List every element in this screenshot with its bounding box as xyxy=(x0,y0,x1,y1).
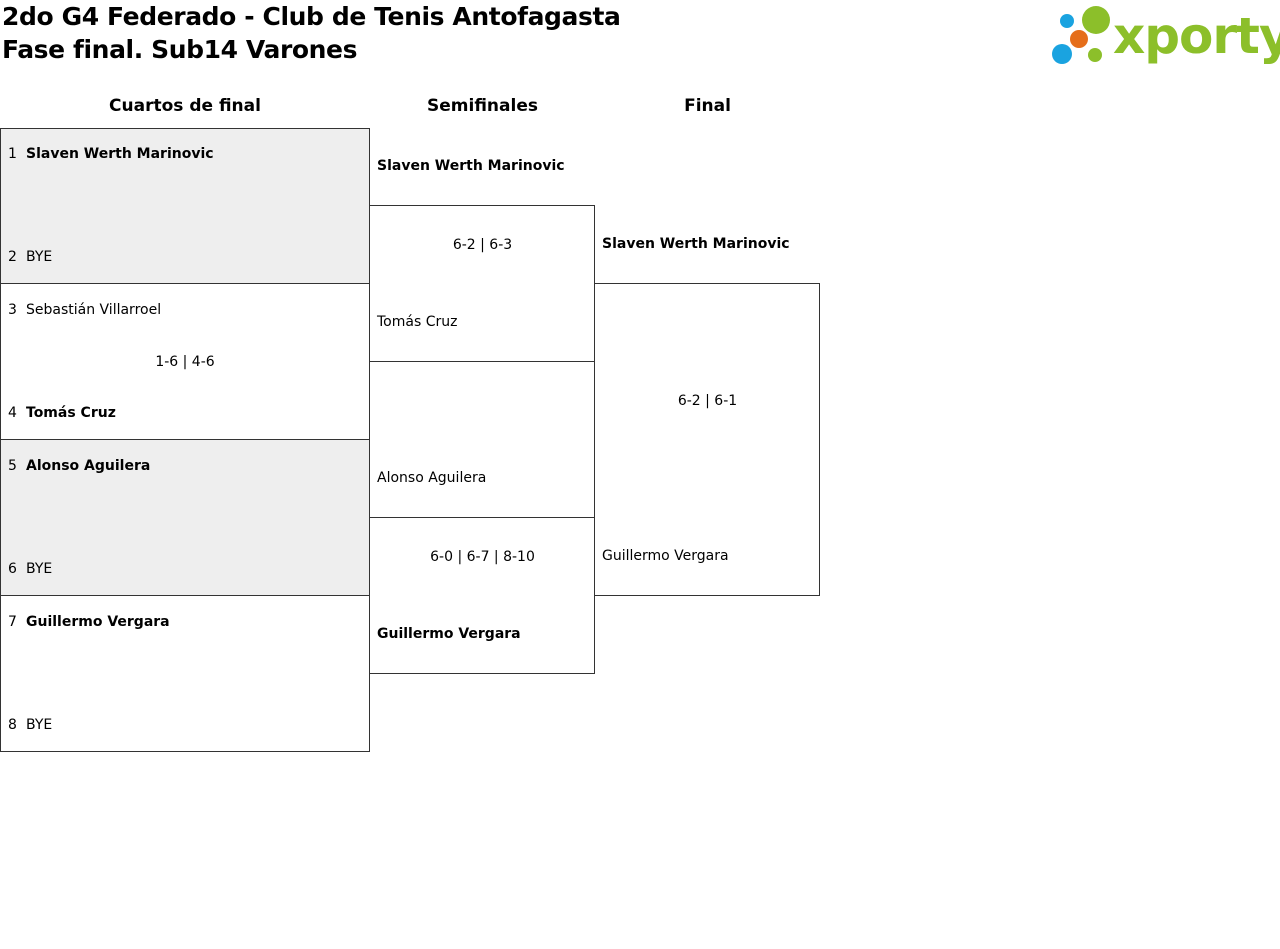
seed-number: 1 xyxy=(8,146,17,162)
player-name: BYE xyxy=(26,717,53,733)
seed-number: 8 xyxy=(8,717,17,733)
qf-4-top-player[interactable]: 7 Guillermo Vergara xyxy=(8,614,170,630)
final-match xyxy=(594,283,820,596)
logo-dot-orange xyxy=(1070,30,1088,48)
round-heading-semifinals: Semifinales xyxy=(427,96,538,116)
player-name: Guillermo Vergara xyxy=(26,614,170,630)
sf-2-top-player[interactable]: Alonso Aguilera xyxy=(377,470,487,486)
logo-dot-green xyxy=(1082,6,1110,34)
sf-2-bottom-player[interactable]: Guillermo Vergara xyxy=(377,626,521,642)
xporty-logo[interactable]: xporty xyxy=(1050,4,1280,68)
qf-2-top-player[interactable]: 3 Sebastián Villarroel xyxy=(8,302,161,318)
final-top-player[interactable]: Slaven Werth Marinovic xyxy=(602,236,790,252)
seed-number: 5 xyxy=(8,458,17,474)
player-name: Sebastián Villarroel xyxy=(26,302,162,318)
final-bottom-player[interactable]: Guillermo Vergara xyxy=(602,548,729,564)
qf-3-bottom-player[interactable]: 6 BYE xyxy=(8,561,52,577)
player-name: Slaven Werth Marinovic xyxy=(26,146,214,162)
page-title: 2do G4 Federado - Club de Tenis Antofaga… xyxy=(2,2,621,31)
seed-number: 3 xyxy=(8,302,17,318)
qf-1-bottom-player[interactable]: 2 BYE xyxy=(8,249,52,265)
round-heading-final: Final xyxy=(684,96,731,116)
round-heading-quarterfinals: Cuartos de final xyxy=(109,96,261,116)
player-name: BYE xyxy=(26,561,53,577)
player-name: BYE xyxy=(26,249,53,265)
logo-dot-blue-large xyxy=(1052,44,1072,64)
sf-match-2 xyxy=(369,517,595,674)
final-score: 6-2 | 6-1 xyxy=(677,393,738,409)
qf-2-bottom-player[interactable]: 4 Tomás Cruz xyxy=(8,405,116,421)
sf-match-1 xyxy=(369,205,595,362)
player-name: Alonso Aguilera xyxy=(26,458,151,474)
seed-number: 2 xyxy=(8,249,17,265)
seed-number: 6 xyxy=(8,561,17,577)
sf-1-top-player[interactable]: Slaven Werth Marinovic xyxy=(377,158,565,174)
qf-3-top-player[interactable]: 5 Alonso Aguilera xyxy=(8,458,150,474)
sf-1-bottom-player[interactable]: Tomás Cruz xyxy=(377,314,458,330)
logo-wordmark: xporty xyxy=(1113,7,1280,65)
qf-2-score: 1-6 | 4-6 xyxy=(155,354,215,370)
player-name: Tomás Cruz xyxy=(26,405,116,421)
qf-4-bottom-player[interactable]: 8 BYE xyxy=(8,717,52,733)
qf-1-top-player[interactable]: 1 Slaven Werth Marinovic xyxy=(8,146,214,162)
page-subtitle: Fase final. Sub14 Varones xyxy=(2,35,358,64)
sf-2-score: 6-0 | 6-7 | 8-10 xyxy=(430,549,535,565)
qf-match-3 xyxy=(0,439,370,596)
logo-dot-blue xyxy=(1060,14,1074,28)
logo-dot-green-small xyxy=(1088,48,1102,62)
qf-match-1 xyxy=(0,128,370,284)
sf-1-score: 6-2 | 6-3 xyxy=(452,237,513,253)
seed-number: 4 xyxy=(8,405,17,421)
seed-number: 7 xyxy=(8,614,17,630)
